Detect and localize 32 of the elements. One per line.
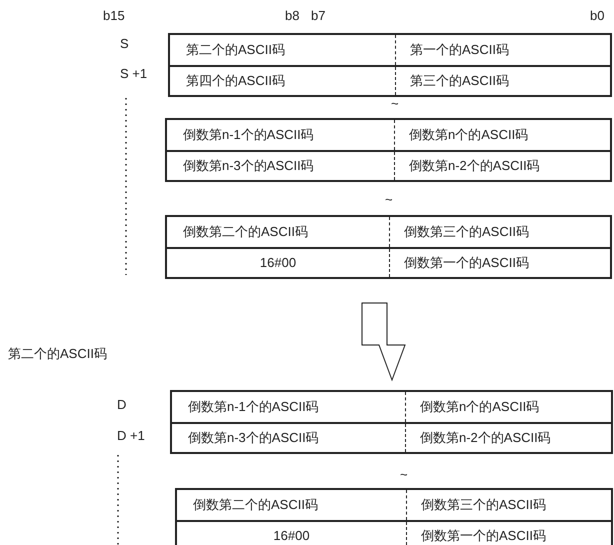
ascii-code-text: 16#00 [273, 527, 310, 545]
bit-label: b15 [103, 8, 125, 23]
bit-label: b0 [590, 8, 604, 23]
ascii-code-text: 倒数第二个的ASCII码 [183, 223, 308, 242]
continuation-mark: ~ [391, 96, 399, 111]
ascii-code-text: 倒数第三个的ASCII码 [421, 496, 546, 514]
register-label: D +1 [117, 428, 145, 443]
ascii-code-text: 倒数第n-3个的ASCII码 [183, 157, 314, 176]
ascii-code-text: 倒数第一个的ASCII码 [404, 254, 529, 272]
bit-label: b8 [285, 8, 300, 23]
ascii-code-text: 第三个的ASCII码 [410, 72, 509, 90]
ascii-code-text: 第一个的ASCII码 [410, 41, 509, 60]
register-label: S [120, 36, 129, 51]
continuation-mark: ~ [385, 192, 393, 207]
ascii-code-text: 倒数第三个的ASCII码 [404, 223, 529, 242]
ascii-code-text: 第二个的ASCII码 [186, 41, 285, 60]
ascii-code-text: 16#00 [260, 254, 296, 272]
register-label: S +1 [120, 66, 148, 81]
bit-label: b7 [311, 8, 326, 23]
ascii-code-text: 倒数第一个的ASCII码 [421, 527, 546, 545]
ascii-code-text: 倒数第n-1个的ASCII码 [183, 126, 314, 144]
continuation-mark: ~ [400, 467, 408, 482]
ascii-code-text: 倒数第n个的ASCII码 [409, 126, 528, 144]
ascii-code-text: 第二个的ASCII码 [8, 346, 107, 361]
ascii-code-text: 倒数第n-2个的ASCII码 [420, 429, 551, 448]
ascii-code-text: 倒数第n-3个的ASCII码 [188, 429, 319, 448]
ascii-code-text: 倒数第n-1个的ASCII码 [188, 398, 319, 416]
ascii-code-text: 倒数第n-2个的ASCII码 [409, 157, 540, 176]
ascii-code-text: 第四个的ASCII码 [186, 72, 285, 90]
ascii-code-text: 倒数第二个的ASCII码 [193, 496, 318, 514]
ascii-code-text: 倒数第n个的ASCII码 [420, 398, 540, 416]
register-label: D [117, 397, 126, 412]
